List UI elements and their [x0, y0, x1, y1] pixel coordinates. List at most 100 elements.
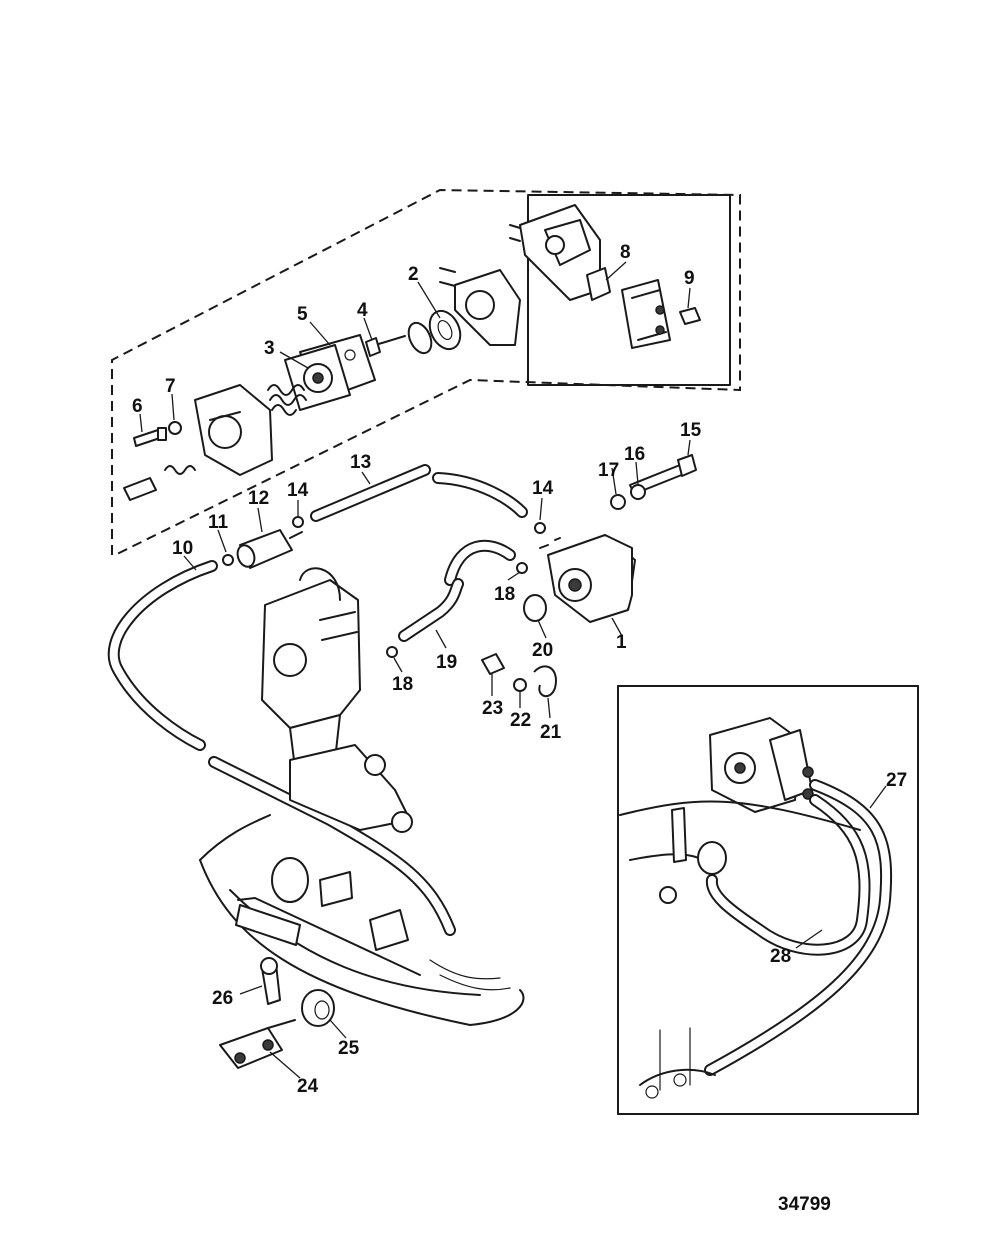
callout-15: 15 — [680, 420, 702, 441]
callout-5: 5 — [297, 304, 308, 325]
bolt-23 — [481, 653, 505, 675]
callout-24: 24 — [297, 1076, 319, 1097]
fuel-pump-1 — [539, 534, 636, 623]
callout-18b: 18 — [392, 674, 413, 695]
callout-23: 23 — [482, 698, 503, 719]
grommet-25 — [301, 989, 335, 1027]
callout-14b: 14 — [532, 478, 554, 499]
leader-18a — [507, 571, 521, 581]
callout-9: 9 — [684, 268, 695, 289]
hose-19 — [398, 539, 516, 642]
washer-16 — [630, 484, 646, 500]
mount-bracket — [289, 744, 413, 833]
leader-16 — [635, 461, 639, 485]
check-valve-small — [123, 477, 157, 501]
clamp-11 — [222, 554, 234, 566]
leader-28 — [795, 929, 823, 949]
leader-12 — [257, 507, 263, 533]
nut-22 — [513, 678, 527, 692]
spring — [267, 384, 307, 416]
leader-17 — [611, 467, 617, 495]
leader-9 — [687, 287, 691, 309]
assembly-dashed-outline — [111, 188, 741, 556]
screw-26 — [260, 957, 281, 1005]
leader-25 — [329, 1019, 347, 1039]
callout-22: 22 — [510, 710, 531, 731]
hose-13 — [310, 464, 528, 522]
check-valve-disc-2 — [428, 309, 462, 351]
pump-base-housing — [194, 384, 273, 476]
detail-hose-28 — [705, 794, 871, 956]
clamp-18-lower — [386, 646, 398, 658]
callout-16: 16 — [624, 444, 645, 465]
leader-4 — [363, 317, 373, 341]
callout-7: 7 — [165, 376, 176, 397]
pump-parts-inset-box — [527, 194, 731, 386]
callout-2: 2 — [408, 264, 419, 285]
callout-20: 20 — [532, 640, 553, 661]
screw-6 — [133, 427, 167, 447]
callout-28: 28 — [770, 946, 791, 967]
leader-5 — [309, 321, 331, 346]
detail-fuel-pump — [709, 717, 814, 813]
callout-12: 12 — [248, 488, 269, 509]
callout-6: 6 — [132, 396, 143, 417]
callout-3: 3 — [264, 338, 275, 359]
washer-7 — [168, 421, 182, 435]
clamp-14-right — [534, 522, 546, 534]
leader-2 — [417, 281, 441, 319]
leader-19 — [435, 629, 447, 649]
callout-13: 13 — [350, 452, 371, 473]
callout-14a: 14 — [287, 480, 309, 501]
clip-21 — [533, 665, 557, 698]
check-valve-block — [621, 279, 671, 349]
leader-11 — [217, 529, 227, 553]
carburetor — [261, 567, 361, 769]
leader-14b — [539, 497, 543, 521]
detail-engine-deck — [619, 800, 861, 1099]
diaphragm-plate-3 — [284, 344, 351, 411]
callout-26: 26 — [212, 988, 233, 1009]
callout-4: 4 — [357, 300, 368, 321]
leader-15 — [687, 439, 691, 456]
leader-6 — [139, 413, 143, 433]
leader-24 — [269, 1051, 301, 1079]
callout-19: 19 — [436, 652, 457, 673]
spring-small — [164, 465, 196, 475]
retainer-4 — [365, 321, 433, 357]
gasket-8 — [586, 267, 611, 301]
leader-1 — [611, 617, 623, 637]
leader-20 — [537, 619, 547, 639]
leader-18b — [393, 657, 403, 673]
valve-24 — [219, 1019, 296, 1069]
engine-lower-cowl — [199, 814, 525, 1026]
leader-27 — [869, 785, 887, 809]
pump-cover-lower — [439, 267, 521, 346]
pump-cover-upper — [509, 204, 601, 301]
o-ring-20 — [523, 594, 547, 622]
fitting-9 — [679, 307, 701, 325]
leader-13 — [361, 471, 371, 485]
callout-18a: 18 — [494, 584, 515, 605]
leader-10 — [183, 555, 197, 571]
callout-11: 11 — [208, 512, 229, 533]
detail-inset-box — [617, 685, 919, 1115]
callout-25: 25 — [338, 1038, 360, 1059]
callout-27: 27 — [886, 770, 907, 791]
clamp-14-left — [292, 516, 304, 528]
leader-21 — [547, 697, 551, 719]
hose-10 — [107, 560, 456, 936]
callout-21: 21 — [540, 722, 562, 743]
leader-7 — [171, 393, 175, 421]
leader-26 — [239, 985, 263, 995]
callout-10: 10 — [172, 538, 193, 559]
figure-number: 34799 — [778, 1194, 831, 1215]
fuel-filter-12 — [236, 529, 303, 569]
leader-3 — [279, 351, 309, 369]
washer-17 — [610, 494, 626, 510]
callout-17: 17 — [598, 460, 619, 481]
leader-8 — [605, 261, 627, 281]
callout-8: 8 — [620, 242, 631, 263]
callout-1: 1 — [616, 632, 627, 653]
